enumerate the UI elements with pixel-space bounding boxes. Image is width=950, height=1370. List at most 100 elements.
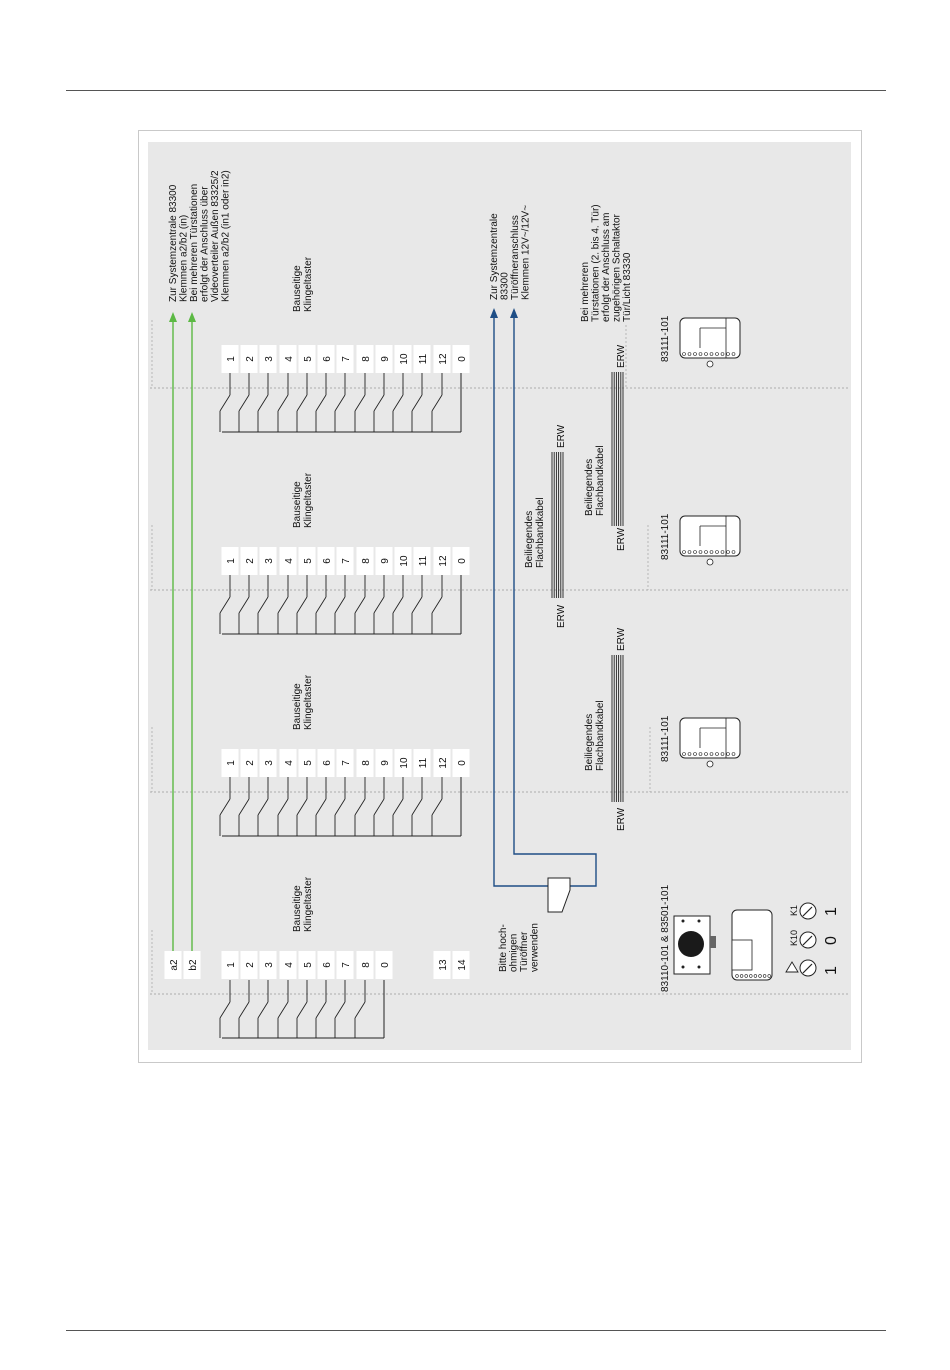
terminal-block: [336, 749, 354, 777]
module-pin: [693, 550, 697, 554]
module-pin: [749, 974, 753, 978]
terminal-label: 0: [457, 760, 468, 766]
terminal-block: [221, 547, 239, 575]
module-pin: [731, 550, 736, 554]
terminal-label: 6: [322, 558, 333, 564]
screw-icon: [697, 965, 701, 969]
bell-buttons-label: Bauseitige: [292, 885, 303, 932]
ribbon-cable-label: Beiliegendes: [584, 714, 595, 771]
terminal-block: [240, 345, 258, 373]
opener-wire-2: [513, 315, 597, 887]
switch-contact: [373, 798, 385, 816]
opener-wire-arrow: [490, 308, 498, 318]
switch-contact: [238, 596, 250, 614]
terminal-block: [259, 749, 277, 777]
terminal-label: 10: [399, 353, 410, 365]
opener-wire-arrow: [510, 308, 518, 318]
terminal-label: 5: [303, 558, 314, 564]
terminal-block: [394, 345, 412, 373]
switch-contact: [315, 1001, 327, 1019]
switch-contact: [354, 596, 366, 614]
switch-contact: [257, 596, 269, 614]
module-connector: [706, 558, 714, 566]
switch-value: 1: [823, 966, 840, 975]
switch-contact: [373, 394, 385, 412]
module-pin: [715, 550, 719, 554]
terminal-block: [375, 749, 393, 777]
note-door-opener: verwenden: [530, 923, 541, 972]
switch-contact: [411, 798, 423, 816]
note-opener: Zur Systemzentrale: [489, 213, 500, 300]
screw-icon: [697, 919, 701, 923]
switch-contact: [277, 798, 289, 816]
module-pin: [709, 550, 714, 554]
bell-buttons-label: Bauseitige: [292, 683, 303, 730]
switch-contact: [354, 1001, 366, 1019]
switch-contact: [411, 394, 423, 412]
terminal-block: [356, 749, 374, 777]
terminal-label: 12: [438, 555, 449, 567]
terminal-block: [164, 951, 182, 979]
erw-label: ERW: [556, 424, 567, 448]
module-pin: [758, 974, 762, 978]
terminal-label: 9: [380, 356, 391, 362]
note-multi: zugehörigen Schaltaktor: [612, 213, 623, 322]
bus-wire-arrow: [188, 312, 196, 322]
erw-label: ERW: [616, 807, 627, 831]
terminal-label: 8: [361, 962, 372, 968]
bell-buttons-label: Bauseitige: [292, 481, 303, 528]
module-pin: [726, 752, 730, 756]
switch-contact: [431, 798, 443, 816]
terminal-block: [221, 951, 239, 979]
erw-label: ERW: [616, 527, 627, 551]
terminal-label: 7: [341, 558, 352, 564]
terminal-block: [413, 749, 431, 777]
terminal-block: [298, 345, 316, 373]
rotary-switch-pointer: [802, 963, 813, 974]
terminal-block: [375, 951, 393, 979]
terminal-label: 2: [245, 356, 256, 362]
extension-module: [679, 717, 741, 759]
switch-value: 1: [823, 907, 840, 916]
switch-contact: [219, 394, 231, 412]
header-rule: [66, 90, 886, 91]
terminal-label: 5: [303, 962, 314, 968]
note-multi: erfolgt der Anschluss am: [601, 213, 612, 323]
note-multi: Bei mehreren: [580, 262, 591, 322]
terminal-block: [240, 749, 258, 777]
switch-contact: [334, 394, 346, 412]
terminal-label: 0: [457, 356, 468, 362]
module-pin: [698, 352, 703, 356]
ribbon-cable-label: Flachbandkabel: [595, 700, 606, 771]
module-pin: [726, 352, 730, 356]
ribbon-cable-label: Flachbandkabel: [595, 445, 606, 516]
terminal-block: [317, 345, 335, 373]
switch-contact: [334, 596, 346, 614]
switch-contact: [315, 798, 327, 816]
terminal-block: [259, 951, 277, 979]
switch-contact: [296, 394, 308, 412]
terminal-block: [221, 749, 239, 777]
module-pin: [715, 352, 719, 356]
erw-label: ERW: [556, 604, 567, 628]
terminal-block: [433, 547, 451, 575]
switch-contact: [431, 596, 443, 614]
terminal-label: 1: [226, 558, 237, 564]
terminal-block: [452, 345, 470, 373]
terminal-block: [356, 951, 374, 979]
switch-contact: [277, 1001, 289, 1019]
terminal-label: 10: [399, 555, 410, 567]
module-connector: [706, 760, 714, 768]
switch-label-k1: K1: [789, 905, 799, 916]
note-door-opener: ohmigen: [509, 934, 520, 972]
terminal-label: 13: [438, 959, 449, 971]
terminal-block: [413, 345, 431, 373]
terminal-label: 9: [380, 558, 391, 564]
switch-contact: [392, 394, 404, 412]
switch-contact: [296, 1001, 308, 1019]
module-connector: [706, 360, 714, 368]
module-pin: [698, 550, 703, 554]
extension-module: [679, 317, 741, 359]
terminal-block: [279, 547, 297, 575]
